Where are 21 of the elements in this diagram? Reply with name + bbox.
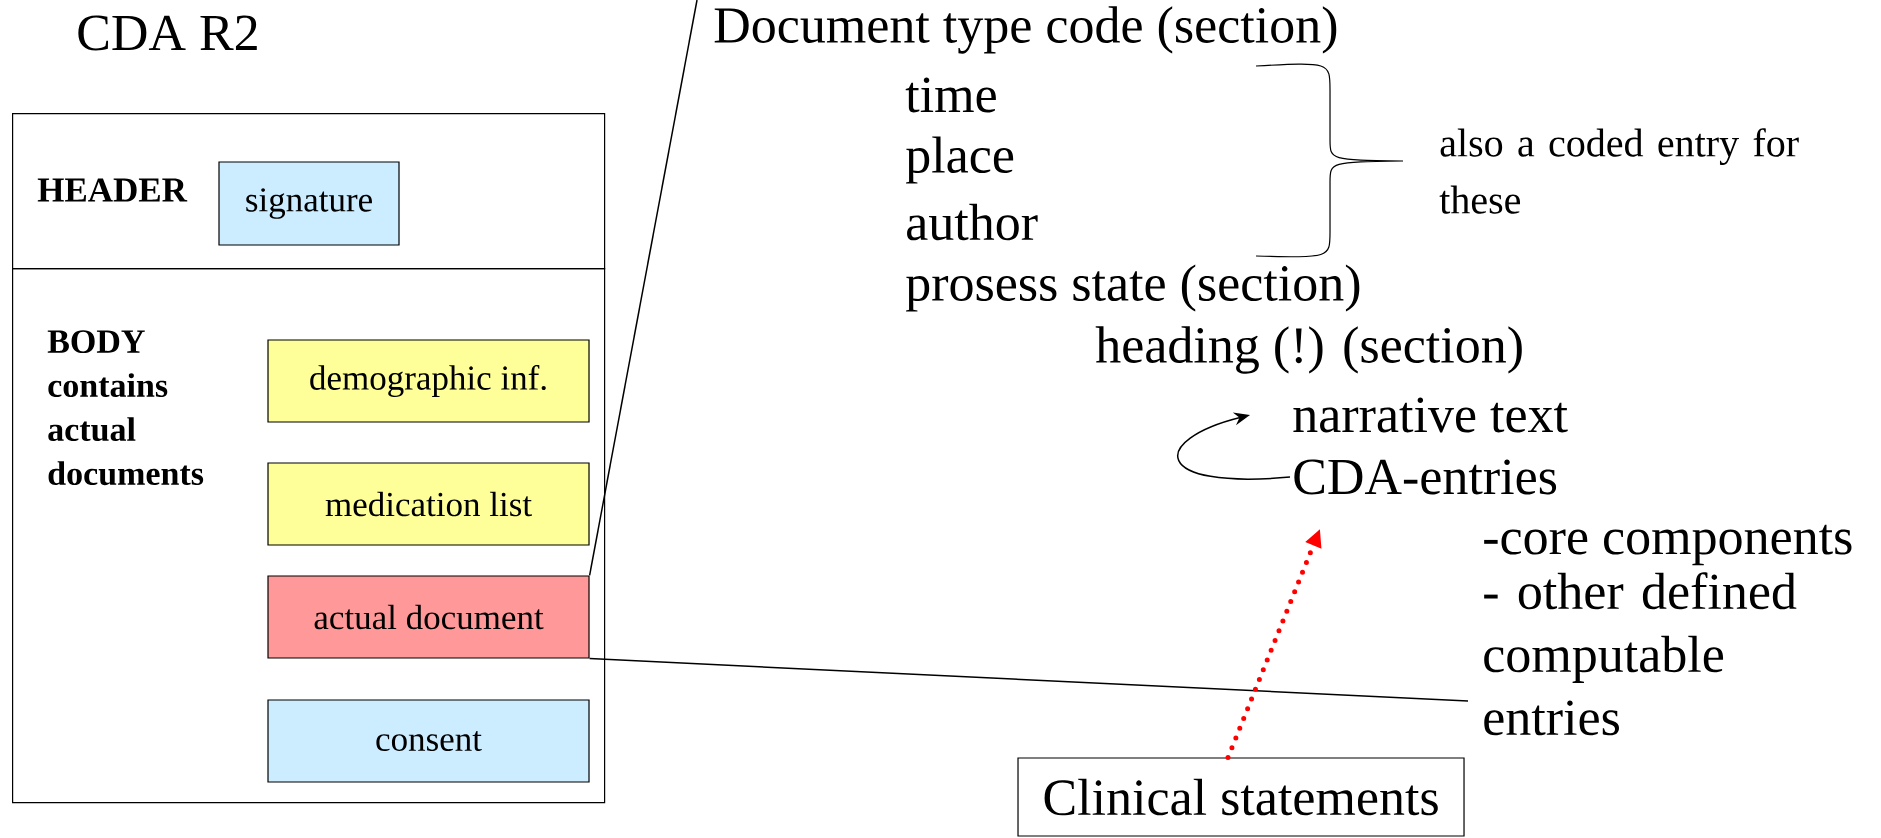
content-box: demographic inf.: [267, 339, 590, 423]
text-label: -core components: [1484, 524, 1852, 566]
text-label: prosess state (section): [906, 264, 1360, 312]
signature-box: signature: [218, 161, 400, 246]
text-label: - other defined computable entries: [1484, 572, 1797, 736]
content-box: actual document: [267, 575, 590, 659]
text-label: author: [907, 203, 1038, 241]
text-label: time: [905, 77, 996, 113]
text-label: Document type code (section): [714, 6, 1337, 54]
text-label: place: [906, 136, 1014, 184]
title: CDA R2: [78, 15, 257, 51]
statement-box: Clinical statements: [1017, 757, 1465, 837]
text-label: narrative text: [1293, 397, 1568, 433]
text-label: heading (!) (section): [1095, 326, 1522, 374]
text-label: CDA-entries: [1294, 459, 1557, 495]
content-box: medication list: [267, 462, 590, 546]
zoom-line: [588, 0, 698, 577]
text-label: also a coded entry for these: [1439, 128, 1799, 214]
content-box: consent: [267, 699, 590, 783]
curved-arrow: [1177, 412, 1291, 480]
zoom-line: [588, 657, 1469, 702]
